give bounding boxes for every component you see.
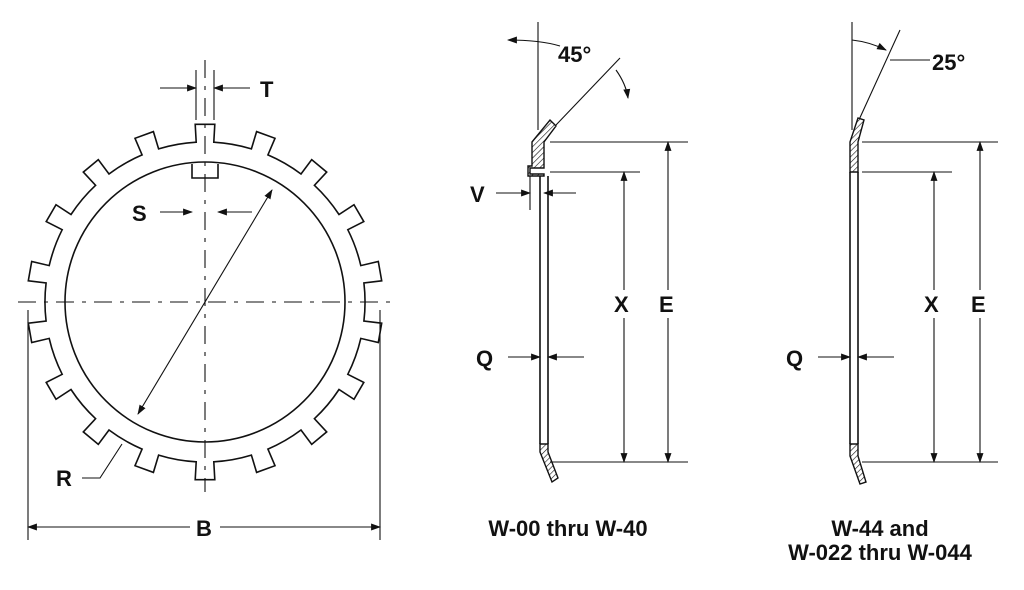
angle-25-ray (857, 29, 901, 123)
dimension-label-r: R (56, 466, 72, 491)
dimension-label-b: B (196, 516, 212, 541)
section2-dimension-label-x: X (924, 292, 939, 317)
section2-caption-line2: W-022 thru W-044 (788, 540, 972, 565)
section2-caption-line1: W-44 and (831, 516, 928, 541)
angle-25-arc (851, 39, 887, 51)
outer-tooth-profile (27, 123, 383, 481)
dimension-label-t: T (260, 77, 274, 102)
inner-key-tab (191, 164, 219, 179)
section1-top-flange (527, 118, 557, 177)
angle-45-arc (507, 36, 561, 47)
section2-dimension-label-e: E (971, 292, 986, 317)
section-view-w44-w044: 25° X E Q W-44 and W-022 thru W-044 (786, 22, 998, 565)
washer-front-view: T S R B (18, 60, 392, 541)
section-view-w00-w40: 45° X E V Q W-00 thru W-40 (470, 22, 688, 541)
angle-label-45: 45° (558, 42, 591, 67)
r-leader-line (82, 443, 123, 479)
angle-45-ray (555, 57, 621, 126)
section2-dimension-label-q: Q (786, 346, 803, 371)
dimension-label-v: V (470, 182, 485, 207)
section1-caption: W-00 thru W-40 (488, 516, 647, 541)
diameter-line (137, 189, 273, 415)
section1-dimension-label-x: X (614, 292, 629, 317)
inner-bore-circle (64, 161, 346, 443)
section1-bottom-flange (539, 443, 559, 484)
section1-dimension-label-q: Q (476, 346, 493, 371)
angle-label-25: 25° (932, 50, 965, 75)
section1-dimension-label-e: E (659, 292, 674, 317)
dimension-label-s: S (132, 201, 147, 226)
section2-bottom-flange (849, 443, 867, 485)
angle-45-arrow (615, 69, 631, 99)
